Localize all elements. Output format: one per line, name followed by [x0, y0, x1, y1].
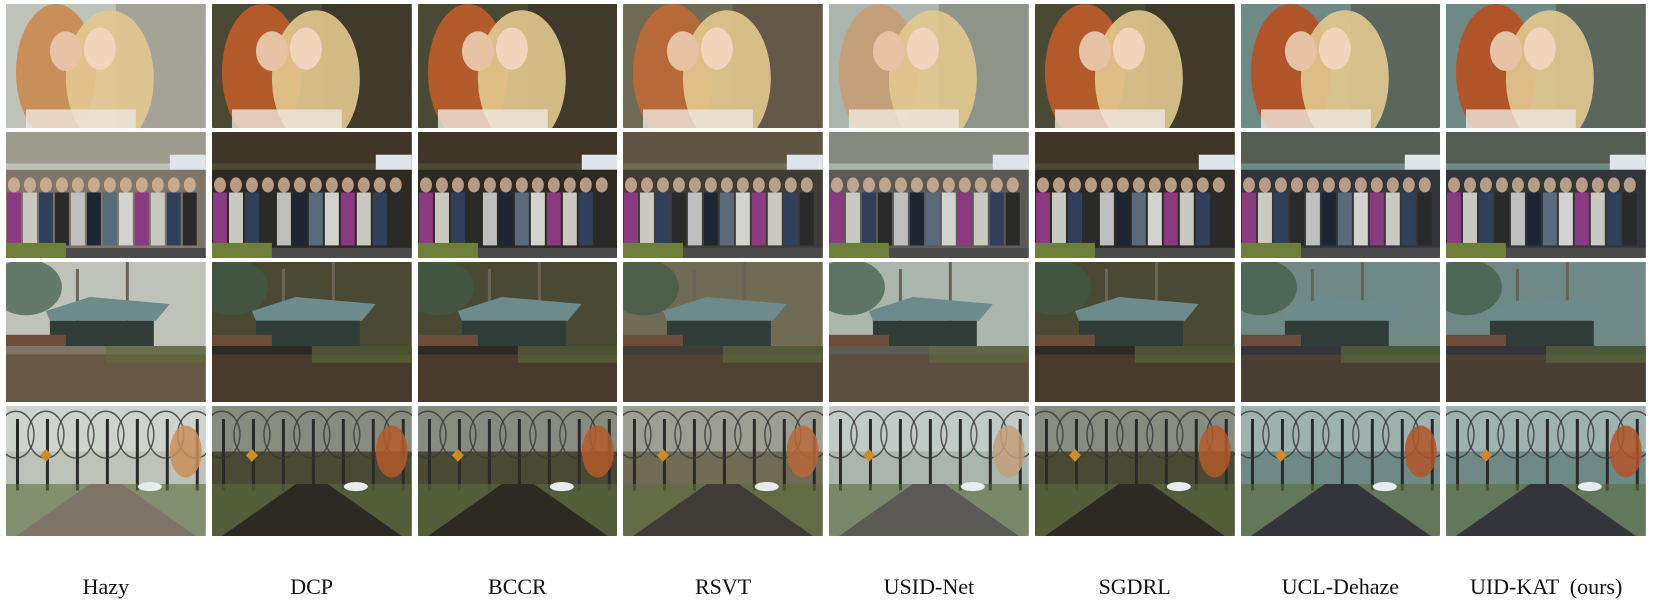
result-image-crowd	[1034, 132, 1235, 258]
result-image-house	[1240, 262, 1441, 402]
image-placeholder	[211, 262, 412, 402]
image-placeholder	[417, 4, 618, 128]
result-image-street	[417, 406, 618, 536]
column-caption: BCCR	[488, 574, 547, 599]
column-caption: Hazy	[82, 574, 130, 599]
image-placeholder	[623, 4, 823, 128]
result-image-crowd	[623, 132, 823, 258]
image-placeholder	[1034, 132, 1235, 258]
result-image-crowd	[1240, 132, 1441, 258]
image-placeholder	[623, 262, 823, 402]
image-placeholder	[1240, 132, 1441, 258]
image-grid	[6, 4, 1652, 570]
result-image-portrait	[1240, 4, 1441, 128]
result-image-portrait	[6, 4, 206, 128]
column-caption: UID-KAT (ours)	[1469, 574, 1623, 599]
result-image-street	[623, 406, 823, 536]
result-image-street	[1446, 406, 1646, 536]
result-image-house	[829, 262, 1029, 402]
image-placeholder	[623, 132, 823, 258]
image-placeholder	[1240, 262, 1441, 402]
result-image-crowd	[829, 132, 1029, 258]
result-image-portrait	[623, 4, 823, 128]
image-placeholder	[1034, 4, 1235, 128]
result-image-street	[211, 406, 412, 536]
image-placeholder	[211, 4, 412, 128]
image-placeholder	[1446, 262, 1646, 402]
column-caption: USID-Net	[883, 574, 975, 599]
column-caption: DCP	[290, 574, 334, 599]
image-placeholder	[417, 262, 618, 402]
image-placeholder	[417, 132, 618, 258]
result-image-portrait	[1034, 4, 1235, 128]
result-image-house	[211, 262, 412, 402]
image-placeholder	[417, 406, 618, 536]
image-placeholder	[1446, 4, 1646, 128]
image-placeholder	[6, 4, 206, 128]
result-image-portrait	[1446, 4, 1646, 128]
image-placeholder	[6, 406, 206, 536]
result-image-crowd	[211, 132, 412, 258]
column-captions: Hazy DCP BCCR RSVT USID-Net SGDRL UCL-Dehaze UI…	[6, 570, 1652, 604]
result-image-crowd	[6, 132, 206, 258]
result-image-crowd	[417, 132, 618, 258]
result-image-crowd	[1446, 132, 1646, 258]
image-placeholder	[211, 406, 412, 536]
image-placeholder	[1446, 132, 1646, 258]
column-caption: SGDRL	[1098, 574, 1171, 599]
image-placeholder	[6, 132, 206, 258]
result-image-house	[1446, 262, 1646, 402]
column-caption: UCL-Dehaze	[1281, 574, 1400, 599]
image-placeholder	[829, 132, 1029, 258]
result-image-street	[6, 406, 206, 536]
image-placeholder	[829, 4, 1029, 128]
image-placeholder	[6, 262, 206, 402]
result-image-street	[829, 406, 1029, 536]
result-image-house	[623, 262, 823, 402]
image-placeholder	[829, 262, 1029, 402]
result-image-street	[1034, 406, 1235, 536]
comparison-figure: Hazy DCP BCCR RSVT USID-Net SGDRL UCL-Dehaze UI…	[6, 4, 1652, 604]
result-image-house	[1034, 262, 1235, 402]
result-image-house	[417, 262, 618, 402]
result-image-portrait	[829, 4, 1029, 128]
result-image-street	[1240, 406, 1441, 536]
result-image-portrait	[417, 4, 618, 128]
image-placeholder	[211, 132, 412, 258]
image-placeholder	[1240, 4, 1441, 128]
image-placeholder	[623, 406, 823, 536]
image-placeholder	[1446, 406, 1646, 536]
image-placeholder	[1240, 406, 1441, 536]
column-caption: RSVT	[695, 574, 752, 599]
image-placeholder	[829, 406, 1029, 536]
result-image-portrait	[211, 4, 412, 128]
image-placeholder	[1034, 406, 1235, 536]
result-image-house	[6, 262, 206, 402]
image-placeholder	[1034, 262, 1235, 402]
